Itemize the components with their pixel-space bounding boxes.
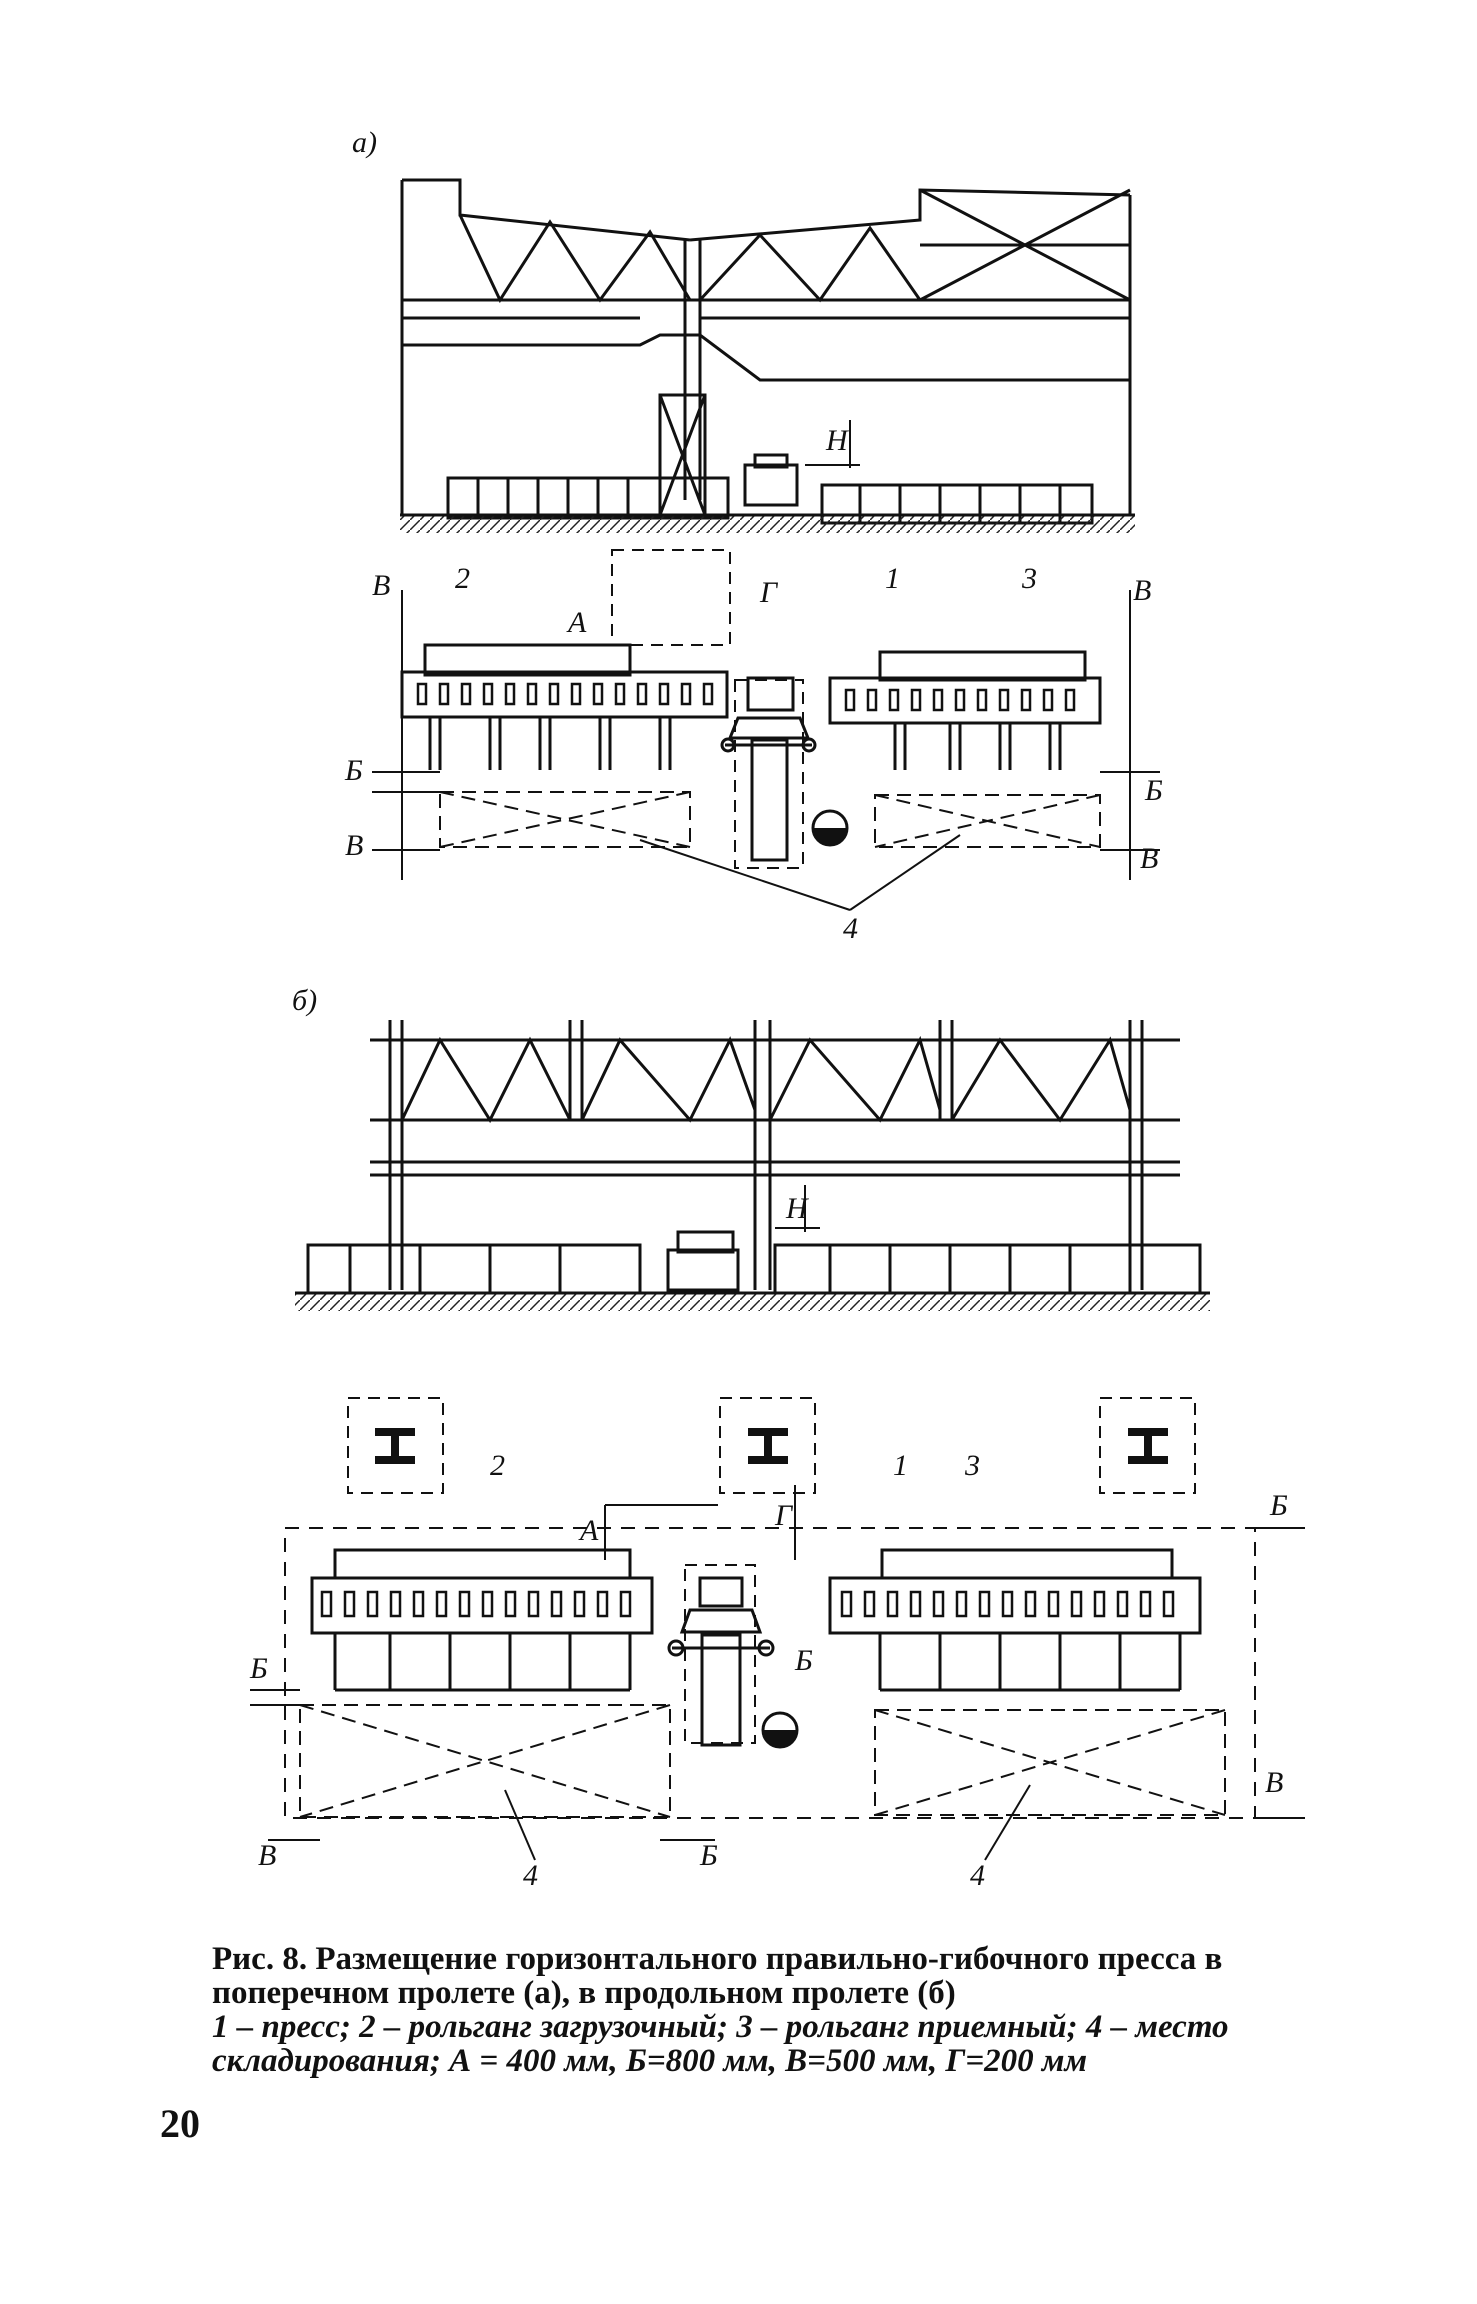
callout-4-a: 4 xyxy=(843,912,858,945)
dim-B-b-bottom: Б xyxy=(699,1839,718,1872)
dim-G-a: Г xyxy=(759,576,779,609)
dim-B-a-right: Б xyxy=(1144,774,1163,807)
floor-hatch-b xyxy=(295,1293,1210,1311)
dim-V-a-right: В xyxy=(1133,574,1151,607)
dim-V-a-bottom: В xyxy=(345,829,363,862)
dim-B-b-center: Б xyxy=(794,1644,813,1677)
part-b-label: б) xyxy=(292,984,317,1017)
dim-G-b: Г xyxy=(774,1499,794,1532)
figure-b-plan xyxy=(250,1397,1305,1861)
dim-V-a-right-bottom: В xyxy=(1140,842,1158,875)
dim-V-b-bottom-left: В xyxy=(258,1839,276,1872)
callout-4-b-left: 4 xyxy=(523,1859,538,1892)
callout-3-b: 3 xyxy=(964,1449,980,1482)
callout-2-b: 2 xyxy=(490,1449,505,1482)
callout-3-a: 3 xyxy=(1021,562,1037,595)
dim-A-b: А xyxy=(578,1514,599,1547)
part-a-label: а) xyxy=(352,126,377,159)
callout-1-a: 1 xyxy=(885,562,900,595)
dim-V-a-left: В xyxy=(372,569,390,602)
callout-1-b: 1 xyxy=(893,1449,908,1482)
caption-legend: 1 – пресс; 2 – рольганг загрузочный; 3 –… xyxy=(212,2009,1229,2079)
dim-H-b: Н xyxy=(785,1192,810,1225)
page-number: 20 xyxy=(160,2101,200,2146)
dim-A-a: А xyxy=(566,606,587,639)
dim-B-b-left: Б xyxy=(249,1652,268,1685)
figure-caption: Рис. 8. Размещение горизонтального прави… xyxy=(212,1942,1292,2078)
dim-V-b-right: В xyxy=(1265,1766,1283,1799)
callout-2-a: 2 xyxy=(455,562,470,595)
caption-title: Рис. 8. Размещение горизонтального прави… xyxy=(212,1941,1223,2011)
figure-a-plan xyxy=(372,549,1160,911)
floor-hatch-a xyxy=(400,515,1135,533)
column-i-section-icon xyxy=(375,1428,1168,1464)
dim-B-a-left: Б xyxy=(344,754,363,787)
dim-H-a: Н xyxy=(825,424,850,457)
figure-a-elevation xyxy=(400,178,1132,525)
dim-B-b-right-top: Б xyxy=(1269,1489,1288,1522)
figure-b-elevation xyxy=(306,1020,1202,1295)
callout-4-b-right: 4 xyxy=(970,1859,985,1892)
